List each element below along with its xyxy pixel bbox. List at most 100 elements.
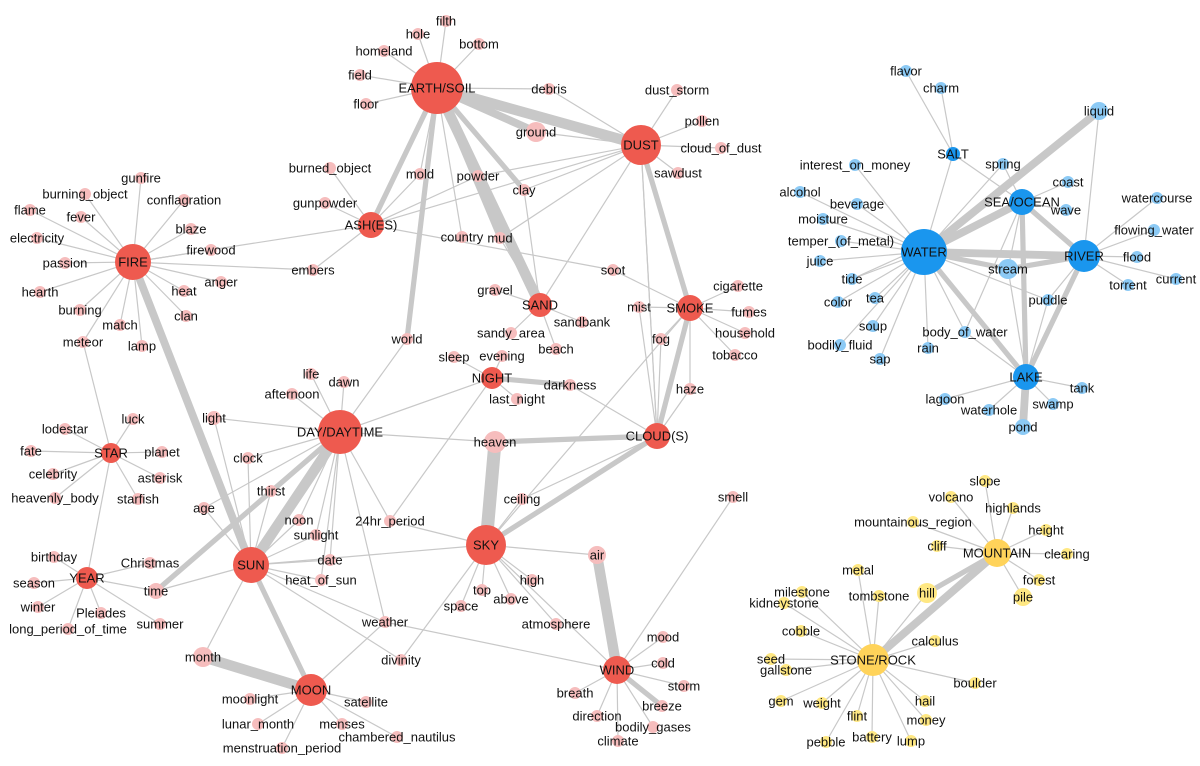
node-body_of_water[interactable]: [959, 326, 971, 338]
node-hail[interactable]: [919, 695, 931, 707]
node-24hr_period[interactable]: [384, 515, 396, 527]
node-water[interactable]: [901, 229, 947, 275]
node-salt[interactable]: [946, 147, 960, 161]
node-mold[interactable]: [414, 168, 426, 180]
node-soot[interactable]: [607, 264, 619, 276]
node-torrent[interactable]: [1122, 279, 1134, 291]
node-calculus[interactable]: [929, 635, 941, 647]
node-wind[interactable]: [603, 656, 631, 684]
node-lodestar[interactable]: [59, 423, 71, 435]
node-soup[interactable]: [867, 320, 879, 332]
node-month[interactable]: [193, 647, 213, 667]
node-sleep[interactable]: [448, 351, 460, 363]
node-volcano[interactable]: [945, 491, 957, 503]
node-afternoon[interactable]: [286, 388, 298, 400]
node-cliff[interactable]: [931, 540, 943, 552]
node-mood[interactable]: [657, 631, 669, 643]
node-moisture[interactable]: [817, 213, 829, 225]
node-divinity[interactable]: [395, 654, 407, 666]
node-flood[interactable]: [1131, 251, 1143, 263]
node-above[interactable]: [505, 593, 517, 605]
node-fate[interactable]: [25, 445, 37, 457]
node-waterhole[interactable]: [983, 404, 995, 416]
node-heat[interactable]: [178, 285, 190, 297]
node-battery[interactable]: [866, 731, 878, 743]
node-floor[interactable]: [360, 98, 372, 110]
node-sawdust[interactable]: [672, 167, 684, 179]
node-household[interactable]: [739, 327, 751, 339]
node-burning_object[interactable]: [79, 188, 91, 200]
node-electricity[interactable]: [31, 232, 43, 244]
node-slope[interactable]: [979, 475, 991, 487]
node-celebrity[interactable]: [47, 468, 59, 480]
node-money[interactable]: [920, 714, 932, 726]
node-fire[interactable]: [115, 244, 151, 280]
node-tobacco[interactable]: [729, 349, 741, 361]
node-gem[interactable]: [775, 695, 787, 707]
node-cloud[interactable]: [644, 423, 670, 449]
node-sun[interactable]: [233, 547, 269, 583]
node-dawn[interactable]: [338, 376, 350, 388]
node-sand[interactable]: [528, 293, 552, 317]
node-wave[interactable]: [1060, 204, 1072, 216]
node-pollen[interactable]: [696, 115, 708, 127]
node-heat_of_sun[interactable]: [315, 574, 327, 586]
node-flavor[interactable]: [900, 65, 912, 77]
node-high[interactable]: [526, 574, 538, 586]
node-breeze[interactable]: [656, 700, 668, 712]
node-fever[interactable]: [75, 211, 87, 223]
node-tide[interactable]: [846, 273, 858, 285]
node-menstruation[interactable]: [276, 742, 288, 754]
node-field[interactable]: [354, 69, 366, 81]
node-gallstone[interactable]: [780, 664, 792, 676]
node-space[interactable]: [455, 600, 467, 612]
node-long_period[interactable]: [62, 623, 74, 635]
node-country[interactable]: [456, 231, 468, 243]
node-match[interactable]: [114, 319, 126, 331]
node-age[interactable]: [198, 502, 210, 514]
node-lagoon[interactable]: [939, 393, 951, 405]
node-river[interactable]: [1068, 240, 1100, 272]
node-gunfire[interactable]: [135, 172, 147, 184]
node-conflagration[interactable]: [178, 194, 190, 206]
node-rain[interactable]: [922, 342, 934, 354]
node-noon[interactable]: [293, 514, 305, 526]
node-dust[interactable]: [621, 125, 661, 165]
node-tombstone[interactable]: [873, 590, 885, 602]
node-watercourse[interactable]: [1151, 192, 1163, 204]
node-clearing[interactable]: [1061, 548, 1073, 560]
node-firewood[interactable]: [205, 244, 217, 256]
node-chambered[interactable]: [391, 731, 403, 743]
node-passion[interactable]: [59, 257, 71, 269]
node-bodily_fluid[interactable]: [834, 339, 846, 351]
node-swamp[interactable]: [1047, 398, 1059, 410]
node-flame[interactable]: [24, 204, 36, 216]
node-cobble[interactable]: [795, 625, 807, 637]
node-gravel[interactable]: [489, 284, 501, 296]
node-filth[interactable]: [440, 15, 452, 27]
node-coast[interactable]: [1062, 176, 1074, 188]
node-atmosphere[interactable]: [550, 618, 562, 630]
node-sandy_area[interactable]: [505, 327, 517, 339]
node-mud[interactable]: [494, 232, 506, 244]
node-tea[interactable]: [869, 292, 881, 304]
node-hearth[interactable]: [34, 286, 46, 298]
node-satellite[interactable]: [360, 696, 372, 708]
node-earth[interactable]: [411, 62, 463, 114]
node-bottom[interactable]: [473, 38, 485, 50]
node-seed[interactable]: [765, 653, 777, 665]
node-powder[interactable]: [472, 170, 484, 182]
node-smell[interactable]: [727, 491, 739, 503]
node-climate[interactable]: [612, 735, 624, 747]
node-clock[interactable]: [242, 452, 254, 464]
node-life[interactable]: [305, 368, 317, 380]
node-juice[interactable]: [814, 255, 826, 267]
node-world[interactable]: [401, 333, 413, 345]
node-weight[interactable]: [816, 697, 828, 709]
node-metal[interactable]: [852, 564, 864, 576]
node-year[interactable]: [76, 567, 98, 589]
node-hill[interactable]: [917, 583, 937, 603]
node-moonlight[interactable]: [244, 693, 256, 705]
node-top[interactable]: [476, 584, 488, 596]
node-storm[interactable]: [678, 680, 690, 692]
